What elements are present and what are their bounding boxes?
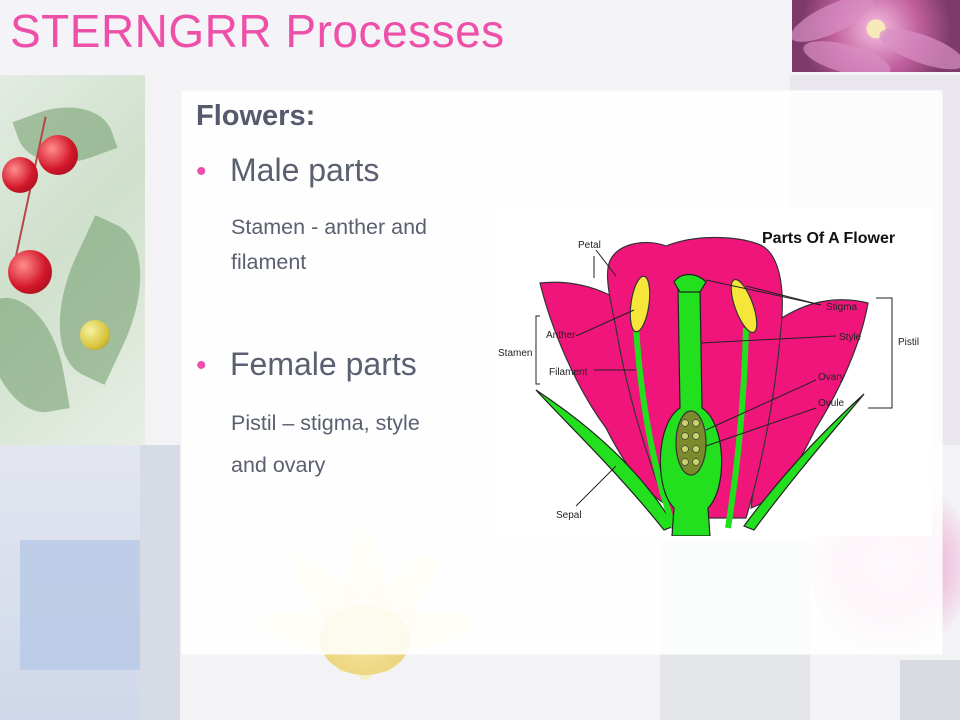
detail-line: filament <box>231 250 307 274</box>
diagram-title: Parts Of A Flower <box>762 230 895 247</box>
bullet-male-parts: • Male parts <box>196 152 379 189</box>
bullet-symbol: • <box>196 155 207 188</box>
bullet-label: Male parts <box>230 152 380 188</box>
slide-title: STERNGRR Processes <box>10 5 505 57</box>
section-heading: Flowers: <box>196 100 316 132</box>
anther-right <box>730 278 758 334</box>
label-anther: Anther <box>546 330 576 341</box>
detail-line: Stamen - anther and <box>231 215 428 239</box>
label-pistil: Pistil <box>898 337 919 348</box>
bullet-detail-male: Stamen - anther and filament <box>231 210 491 280</box>
bullet-symbol: • <box>196 349 207 382</box>
flower-parts-diagram: Parts Of A Flower Petal Stigma Style Pis… <box>496 208 932 536</box>
berry-photo <box>0 75 168 445</box>
filament-right <box>725 327 749 529</box>
label-stigma: Stigma <box>826 302 858 313</box>
bullet-label: Female parts <box>230 346 417 382</box>
ovary <box>675 410 707 476</box>
clematis-photo <box>792 0 960 72</box>
label-filament: Filament <box>549 367 588 378</box>
label-ovary: Ovary <box>818 372 845 383</box>
detail-line: Pistil – stigma, style <box>231 411 420 435</box>
label-stamen: Stamen <box>498 348 532 359</box>
bullet-detail-female: Pistil – stigma, style and ovary <box>231 402 491 486</box>
filament-left <box>633 325 677 530</box>
ovules <box>681 419 700 466</box>
anther-left <box>629 275 651 333</box>
label-style: Style <box>839 332 862 343</box>
detail-line: and ovary <box>231 453 326 477</box>
label-ovule: Ovule <box>818 398 845 409</box>
label-sepal: Sepal <box>556 510 582 521</box>
bullet-female-parts: • Female parts <box>196 346 417 383</box>
label-petal: Petal <box>578 240 601 251</box>
pistil-stigma <box>673 273 707 293</box>
sepal-right <box>743 393 865 531</box>
